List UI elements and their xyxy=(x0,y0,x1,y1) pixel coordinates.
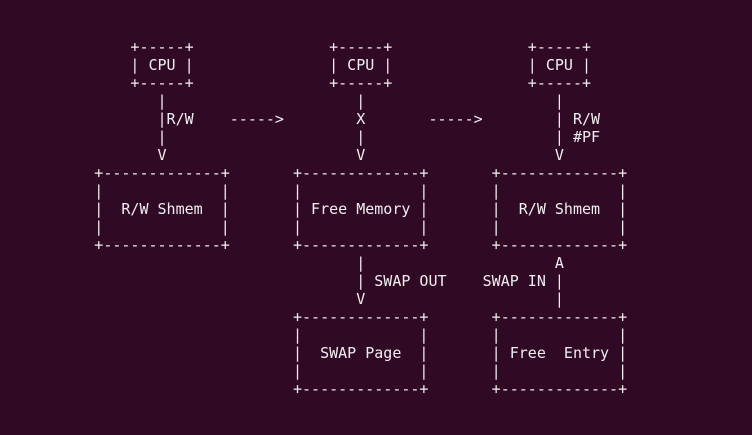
ascii-diagram: +-----+ +-----+ +-----+ | CPU | | CPU | … xyxy=(94,38,628,398)
